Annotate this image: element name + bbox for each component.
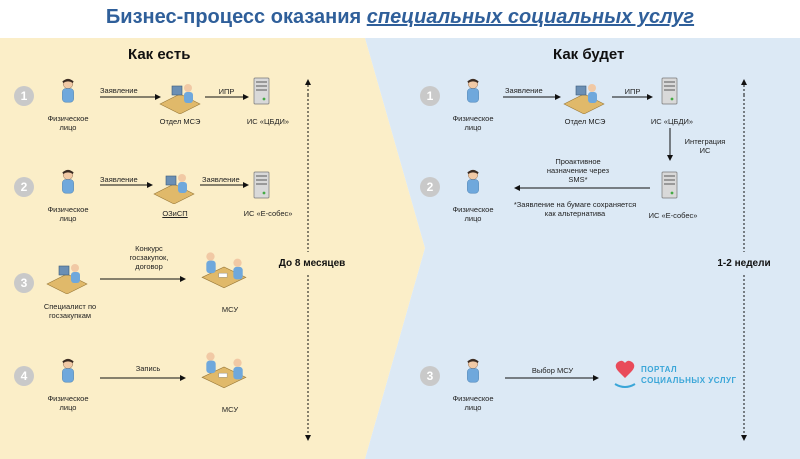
as-is-header: Как есть: [128, 46, 191, 63]
person-icon: [61, 358, 75, 383]
person-label: Физическое лицо: [47, 394, 89, 412]
portal-hands-icon: [614, 383, 636, 388]
step-number: 1: [420, 86, 440, 106]
person-icon: [466, 358, 480, 383]
arrow-label: Заявление: [100, 86, 138, 95]
server-icon: [253, 171, 270, 199]
portal-logo: ПОРТАЛ СОЦИАЛЬНЫХ УСЛУГ: [613, 365, 753, 391]
step-number: 4: [14, 366, 34, 386]
step-number: 3: [14, 273, 34, 293]
server-icon: [661, 171, 678, 199]
duration-label: До 8 месяцев: [272, 258, 352, 269]
person-icon: [466, 78, 480, 103]
portal-logo-line2: СОЦИАЛЬНЫХ УСЛУГ: [641, 376, 737, 385]
arrow-label: Заявление: [100, 175, 138, 184]
portal-logo-line1: ПОРТАЛ: [641, 365, 678, 374]
system-label: ИС «Е-собес»: [648, 211, 698, 220]
person-icon: [466, 169, 480, 194]
step-number: 3: [420, 366, 440, 386]
system-label: ИС «Е-собес»: [243, 209, 293, 218]
footnote-label: *Заявление на бумаге сохраняется как аль…: [513, 200, 637, 218]
integration-label: Интеграция ИС: [684, 137, 726, 155]
server-icon: [661, 77, 678, 105]
person-label: Физическое лицо: [452, 394, 494, 412]
arrow-label: ИПР: [624, 87, 641, 96]
office-label: ОЗиСП: [162, 209, 188, 218]
step-number: 1: [14, 86, 34, 106]
server-icon: [253, 77, 270, 105]
person-icon: [61, 169, 75, 194]
portal-heart-icon: [615, 360, 635, 378]
office-label: Отдел МСЭ: [564, 117, 606, 126]
step-number: 2: [14, 177, 34, 197]
arrow-label: Выбор МСУ: [531, 366, 574, 375]
as-is-panel: [0, 38, 425, 459]
person-icon: [61, 78, 75, 103]
arrow-label: ИПР: [218, 87, 235, 96]
duration-label: 1-2 недели: [708, 258, 780, 269]
person-label: Специалист по госзакупкам: [43, 302, 97, 320]
person-label: Физическое лицо: [47, 205, 89, 223]
notice-label: Проактивное назначение через SMS*: [546, 157, 610, 184]
target-label: МСУ: [221, 405, 239, 414]
target-label: МСУ: [221, 305, 239, 314]
person-label: Физическое лицо: [47, 114, 89, 132]
arrow-label: Конкурс госзакупок, договор: [129, 244, 169, 271]
arrow-label: Заявление: [202, 175, 240, 184]
person-label: Физическое лицо: [452, 205, 494, 223]
arrow-label: Заявление: [505, 86, 543, 95]
person-label: Физическое лицо: [452, 114, 494, 132]
system-label: ИС «ЦБДИ»: [246, 117, 290, 126]
to-be-header: Как будет: [553, 46, 625, 63]
step-number: 2: [420, 177, 440, 197]
office-label: Отдел МСЭ: [159, 117, 201, 126]
system-label: ИС «ЦБДИ»: [650, 117, 694, 126]
to-be-panel: [365, 38, 800, 459]
page-title: Бизнес-процесс оказания специальных соци…: [105, 6, 695, 28]
arrow-label: Запись: [135, 364, 161, 373]
